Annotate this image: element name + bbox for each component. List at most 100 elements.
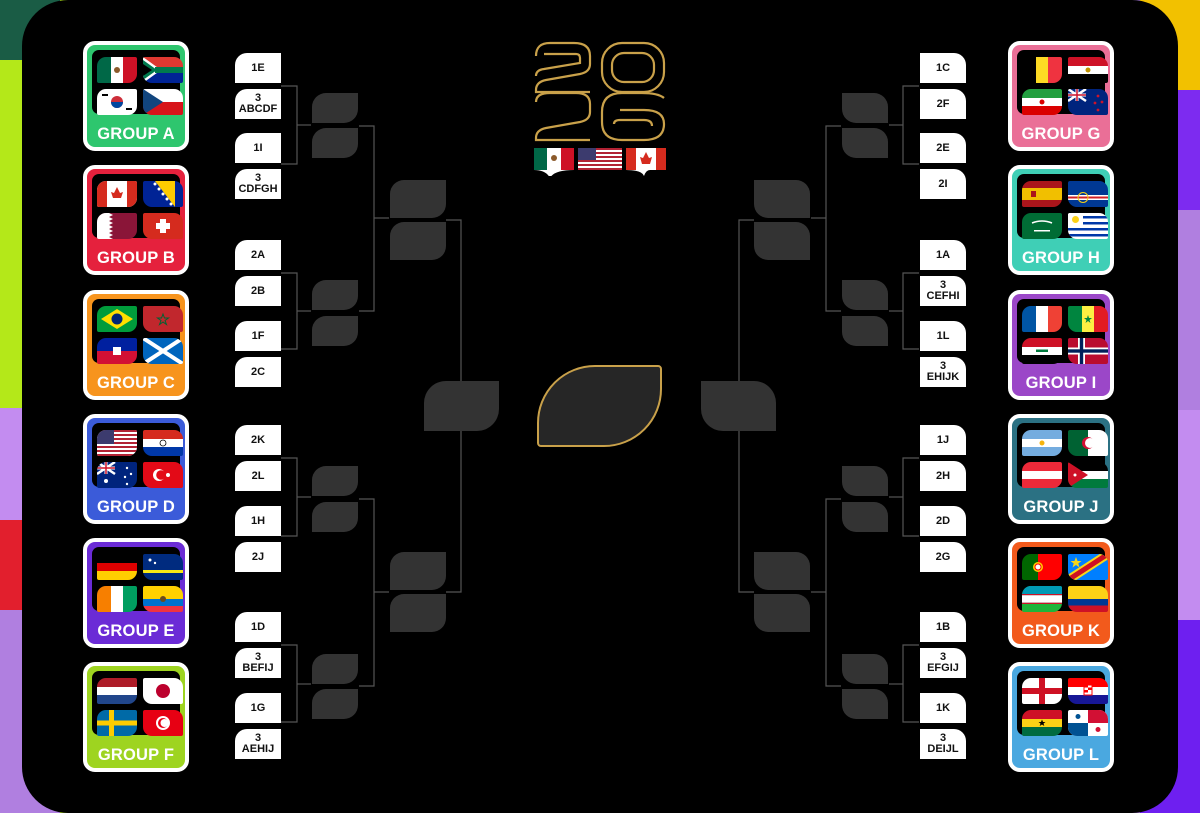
group-card-i[interactable]: GROUP I	[1008, 290, 1114, 400]
slot[interactable]: 2B	[235, 276, 281, 306]
slot[interactable]: 1A	[920, 240, 966, 270]
r16-slot[interactable]	[842, 93, 888, 123]
switzerland-flag-icon	[143, 213, 183, 239]
iran-flag-icon	[1022, 89, 1062, 115]
qf-slot[interactable]	[390, 552, 446, 590]
r16-slot[interactable]	[312, 93, 358, 123]
algeria-flag-icon	[1068, 430, 1108, 456]
paraguay-flag-icon	[143, 430, 183, 456]
slot[interactable]: 1C	[920, 53, 966, 83]
slot[interactable]: 1D	[235, 612, 281, 642]
group-label: GROUP H	[1021, 249, 1101, 267]
host-flags	[534, 148, 666, 176]
group-label: GROUP B	[96, 249, 176, 267]
group-card-f[interactable]: GROUP F	[83, 662, 189, 772]
turkey-flag-icon	[143, 462, 183, 488]
colombia-flag-icon	[1068, 586, 1108, 612]
qf-slot[interactable]	[390, 180, 446, 218]
qf-slot[interactable]	[754, 222, 810, 260]
qf-slot[interactable]	[754, 180, 810, 218]
slot[interactable]: 1F	[235, 321, 281, 351]
slot[interactable]: 2K	[235, 425, 281, 455]
r16-slot[interactable]	[312, 466, 358, 496]
group-card-k[interactable]: GROUP K	[1008, 538, 1114, 648]
r16-slot[interactable]	[312, 502, 358, 532]
group-label: GROUP F	[97, 746, 175, 764]
r16-slot[interactable]	[842, 502, 888, 532]
slot[interactable]: 2I	[920, 169, 966, 199]
mexico-flag-icon	[534, 148, 574, 176]
group-label: GROUP E	[97, 622, 175, 640]
slot[interactable]: 2F	[920, 89, 966, 119]
usa-flag-icon	[97, 430, 137, 456]
egypt-flag-icon	[1068, 57, 1108, 83]
qf-slot[interactable]	[754, 552, 810, 590]
group-card-g[interactable]: GROUP G	[1008, 41, 1114, 151]
morocco-flag-icon	[143, 306, 183, 332]
group-card-h[interactable]: GROUP H	[1008, 165, 1114, 275]
semifinal-left[interactable]	[424, 381, 499, 431]
group-card-d[interactable]: GROUP D	[83, 414, 189, 524]
slot[interactable]: 1G	[235, 693, 281, 723]
semifinal-right[interactable]	[701, 381, 776, 431]
qf-slot[interactable]	[390, 594, 446, 632]
slot[interactable]: 2J	[235, 542, 281, 572]
r16-slot[interactable]	[842, 654, 888, 684]
slot[interactable]: 1I	[235, 133, 281, 163]
qf-slot[interactable]	[390, 222, 446, 260]
group-card-e[interactable]: GROUP E	[83, 538, 189, 648]
slot[interactable]: 2L	[235, 461, 281, 491]
slot[interactable]: 1H	[235, 506, 281, 536]
r16-slot[interactable]	[842, 689, 888, 719]
r16-slot[interactable]	[312, 316, 358, 346]
r16-slot[interactable]	[312, 280, 358, 310]
group-label: GROUP L	[1022, 746, 1100, 764]
group-card-l[interactable]: GROUP L	[1008, 662, 1114, 772]
new-zealand-flag-icon	[1068, 89, 1108, 115]
slot[interactable]: 1K	[920, 693, 966, 723]
france-flag-icon	[1022, 306, 1062, 332]
austria-flag-icon	[1022, 462, 1062, 488]
r16-slot[interactable]	[312, 654, 358, 684]
slot[interactable]: 2A	[235, 240, 281, 270]
r16-slot[interactable]	[312, 689, 358, 719]
sweden-flag-icon	[97, 710, 137, 736]
slot[interactable]: 1E	[235, 53, 281, 83]
r16-slot[interactable]	[312, 128, 358, 158]
south-africa-flag-icon	[143, 57, 183, 83]
brazil-flag-icon	[97, 306, 137, 332]
group-card-a[interactable]: GROUP A	[83, 41, 189, 151]
uruguay-flag-icon	[1068, 213, 1108, 239]
group-label: GROUP A	[97, 125, 175, 143]
r16-slot[interactable]	[842, 128, 888, 158]
dr-congo-flag-icon	[1068, 554, 1108, 580]
group-card-c[interactable]: GROUP C	[83, 290, 189, 400]
r16-slot[interactable]	[842, 280, 888, 310]
slot[interactable]: 2D	[920, 506, 966, 536]
slot[interactable]: 1L	[920, 321, 966, 351]
slot[interactable]: 2H	[920, 461, 966, 491]
slot[interactable]: 1J	[920, 425, 966, 455]
qf-slot[interactable]	[754, 594, 810, 632]
slot[interactable]: 1B	[920, 612, 966, 642]
slot[interactable]: 2C	[235, 357, 281, 387]
group-card-j[interactable]: GROUP J	[1008, 414, 1114, 524]
usa-flag-icon	[578, 148, 622, 170]
ecuador-flag-icon	[143, 586, 183, 612]
senegal-flag-icon	[1068, 306, 1108, 332]
r16-slot[interactable]	[842, 466, 888, 496]
netherlands-flag-icon	[97, 678, 137, 704]
slot[interactable]: 2E	[920, 133, 966, 163]
group-card-b[interactable]: GROUP B	[83, 165, 189, 275]
r16-slot[interactable]	[842, 316, 888, 346]
slot[interactable]: 2G	[920, 542, 966, 572]
